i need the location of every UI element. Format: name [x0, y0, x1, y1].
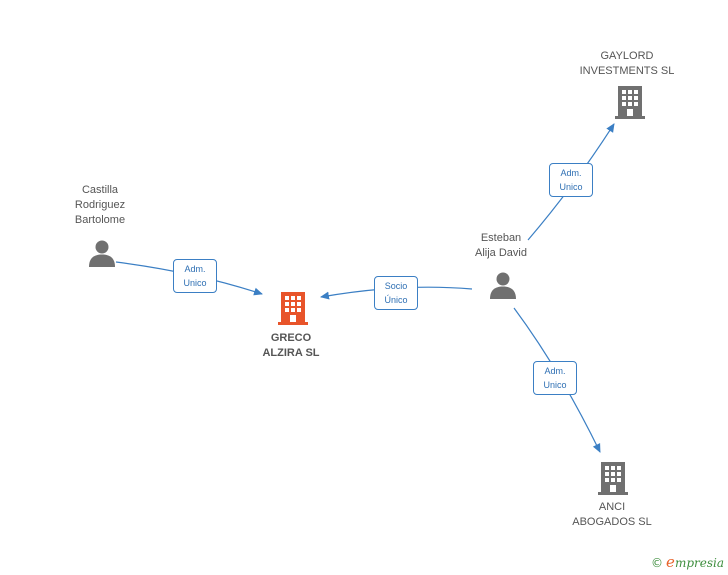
building-icon[interactable] [277, 290, 309, 326]
role-badge-line-2: Unico [559, 182, 583, 192]
person-esteban-label-line-1: Esteban [480, 232, 522, 244]
role-badge-line-2: Único [384, 295, 408, 305]
company-greco-label-line-2: ALZIRA SL [262, 347, 320, 359]
person-castilla-label-line-3: Bartolome [74, 214, 126, 226]
building-icon[interactable] [614, 84, 646, 120]
person-castilla-label[interactable]: Castilla Rodriguez Bartolome [75, 183, 125, 228]
company-gaylord-label[interactable]: GAYLORD INVESTMENTS SL [580, 49, 675, 79]
copyright-symbol: © [651, 556, 664, 570]
role-badge-esteban-gaylord[interactable]: Adm. Unico [549, 163, 593, 197]
role-badge-esteban-greco[interactable]: Socio Único [374, 276, 418, 310]
role-badge-esteban-anci[interactable]: Adm. Unico [533, 361, 577, 395]
company-gaylord-label-line-1: GAYLORD [600, 50, 654, 62]
person-esteban-label-line-2: Alija David [475, 247, 527, 259]
role-badge-line-1: Socio [384, 281, 408, 291]
person-castilla-label-line-2: Rodriguez [74, 199, 126, 211]
person-esteban-label[interactable]: Esteban Alija David [475, 231, 527, 261]
brand-logo-initial: e [666, 553, 675, 571]
company-anci-label[interactable]: ANCI ABOGADOS SL [572, 500, 651, 530]
company-greco-label[interactable]: GRECO ALZIRA SL [262, 331, 319, 361]
person-icon[interactable] [87, 238, 117, 268]
role-badge-castilla-greco[interactable]: Adm. Unico [173, 259, 217, 293]
empresia-brand: ©empresia [651, 553, 724, 571]
person-icon[interactable] [488, 270, 518, 300]
role-badge-line-2: Unico [543, 380, 567, 390]
role-badge-line-1: Adm. [544, 366, 566, 376]
role-badge-line-1: Adm. [184, 264, 206, 274]
person-castilla-label-line-1: Castilla [81, 184, 119, 196]
role-badge-line-1: Adm. [560, 168, 582, 178]
role-badge-line-2: Unico [183, 278, 207, 288]
company-anci-label-line-1: ANCI [598, 501, 626, 513]
brand-logo-text: mpresia [674, 556, 724, 570]
company-greco-label-line-1: GRECO [270, 332, 312, 344]
company-gaylord-label-line-2: INVESTMENTS SL [579, 65, 675, 77]
building-icon[interactable] [597, 460, 629, 496]
company-anci-label-line-2: ABOGADOS SL [572, 516, 652, 528]
